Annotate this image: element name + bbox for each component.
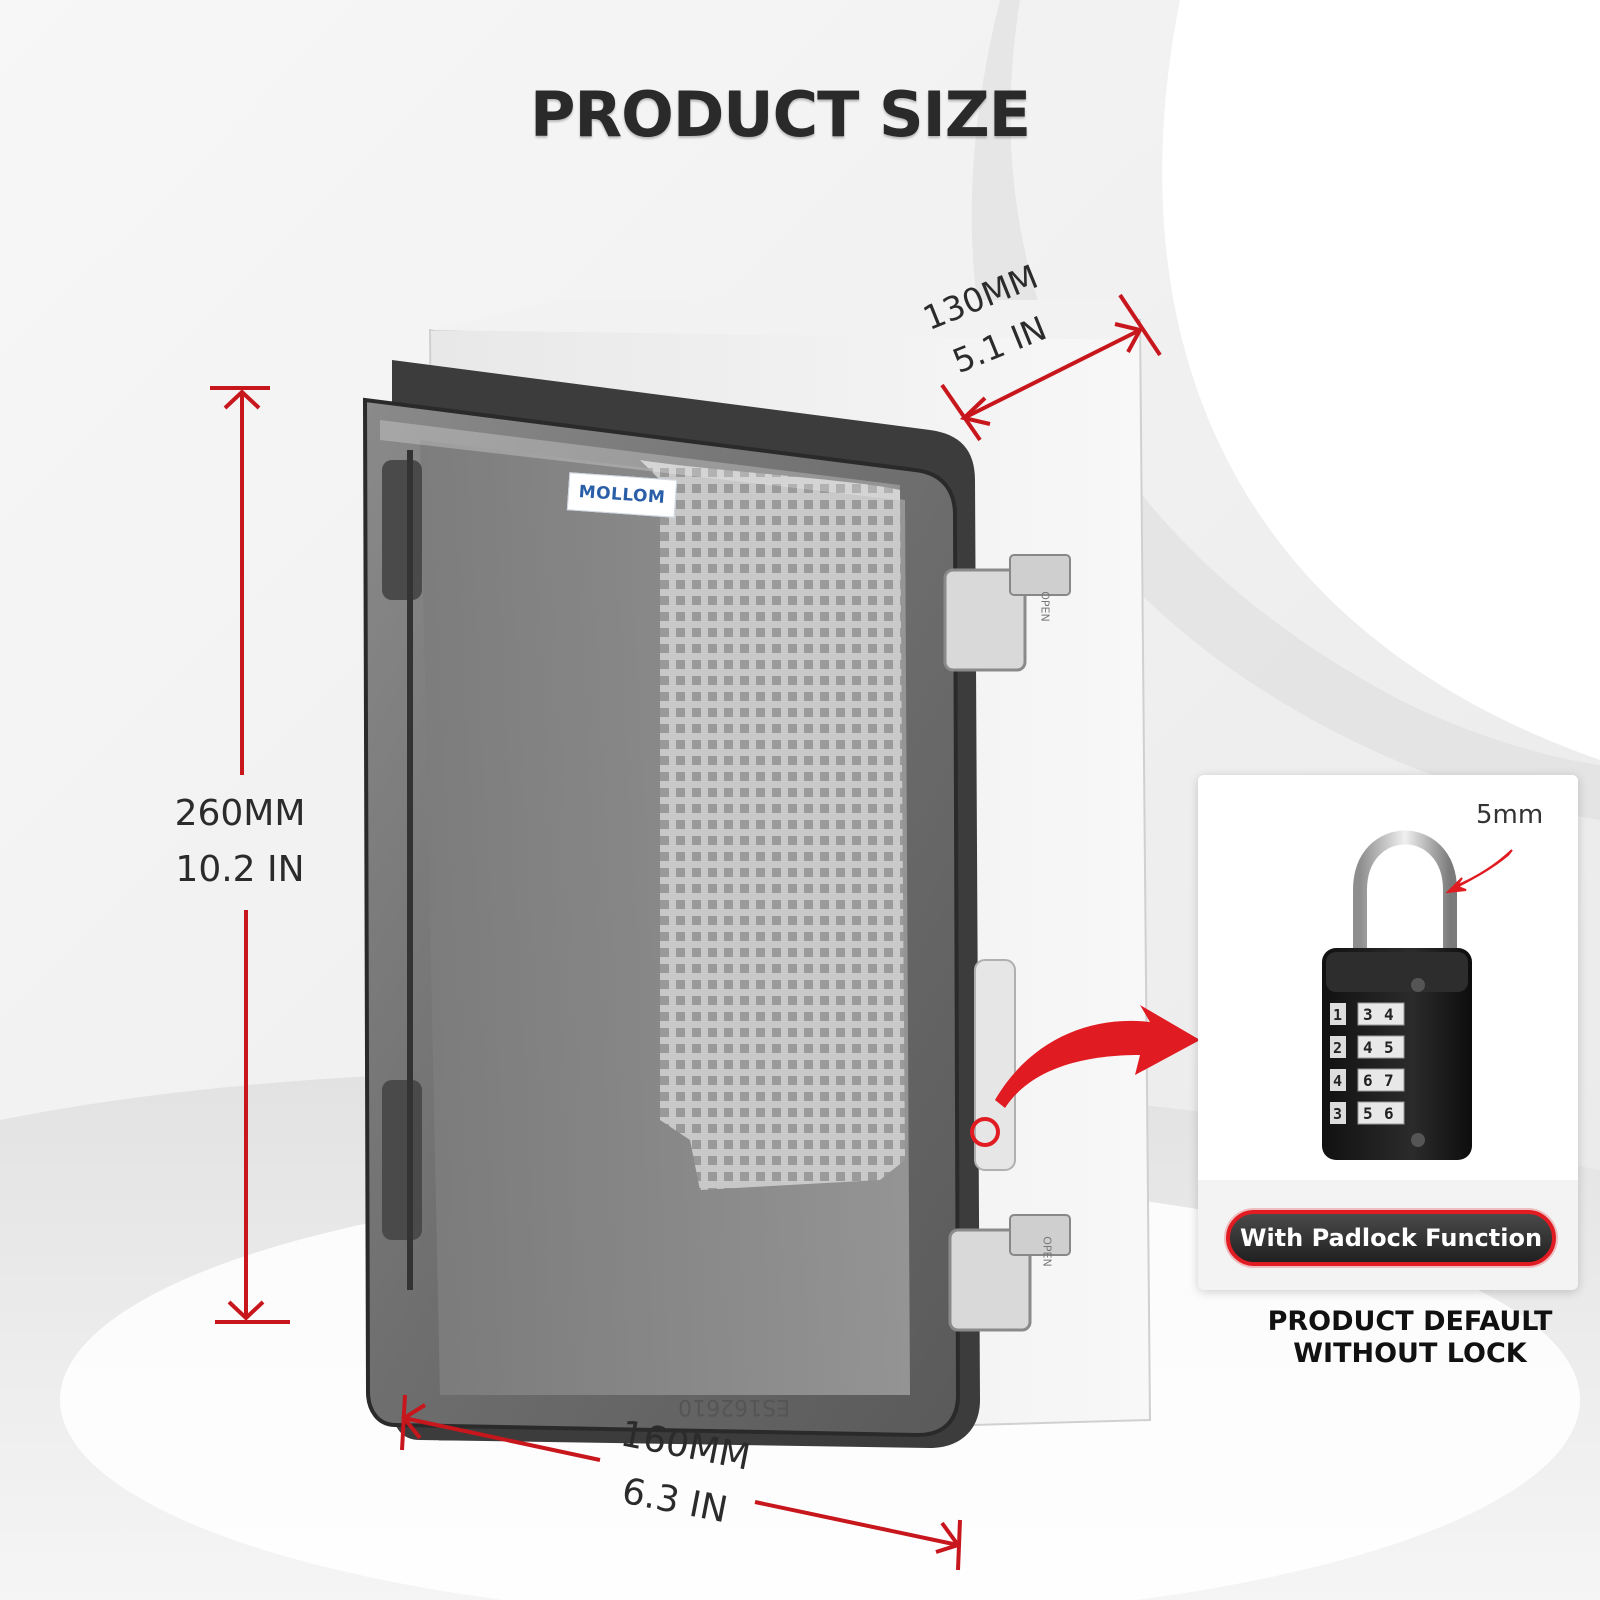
dial-row-4-digit-3: 6 bbox=[1384, 1104, 1394, 1123]
dial-row-1-digit-3: 4 bbox=[1384, 1005, 1394, 1024]
default-without-lock-note: PRODUCT DEFAULT WITHOUT LOCK bbox=[1240, 1306, 1580, 1371]
padlock-inset-card bbox=[1198, 775, 1578, 1290]
width-line-left bbox=[403, 1416, 601, 1462]
dial-row-2-digit-3: 5 bbox=[1384, 1038, 1394, 1057]
dial-row-3: 4 6 7 bbox=[1330, 1068, 1405, 1092]
width-tick-left bbox=[400, 1394, 407, 1451]
molded-code-mark: ES162610 bbox=[678, 1394, 790, 1419]
padlock-dials: 1 3 4 2 4 5 4 6 7 3 5 bbox=[1330, 1002, 1405, 1125]
width-arrow-right bbox=[935, 1521, 962, 1554]
depth-tick-left bbox=[940, 383, 982, 442]
dial-row-1: 1 3 4 bbox=[1330, 1002, 1405, 1026]
depth-arrow-right bbox=[1114, 322, 1144, 353]
height-arrow-top bbox=[223, 389, 261, 410]
dial-row-2-digit-1: 2 bbox=[1333, 1039, 1342, 1057]
depth-line bbox=[963, 328, 1141, 420]
height-metric: 260MM bbox=[174, 793, 306, 834]
dial-row-2-digit-2: 4 bbox=[1363, 1038, 1373, 1057]
pointer-arrow bbox=[995, 1005, 1200, 1108]
width-line-right bbox=[754, 1500, 959, 1547]
default-note-line-2: WITHOUT LOCK bbox=[1293, 1338, 1527, 1370]
page-title: PRODUCT SIZE bbox=[529, 78, 1031, 151]
latch-open-marking-top: OPEN bbox=[1038, 591, 1052, 622]
depth-tick-right bbox=[1118, 293, 1162, 357]
depth-arrow-left bbox=[959, 396, 991, 426]
shackle-size-label: 5mm bbox=[1476, 800, 1544, 830]
dial-row-4-digit-2: 5 bbox=[1363, 1104, 1373, 1123]
dial-row-3-digit-2: 6 bbox=[1363, 1071, 1373, 1090]
padlock-function-badge: With Padlock Function bbox=[1226, 1210, 1556, 1266]
width-arrow-left bbox=[401, 1403, 427, 1440]
shackle-size-arrow bbox=[1445, 849, 1513, 894]
height-dimension-label: 260MM 10.2 IN bbox=[130, 786, 350, 898]
dial-row-4: 3 5 6 bbox=[1330, 1101, 1405, 1125]
latch-open-marking-bottom: OPEN bbox=[1040, 1236, 1054, 1267]
dial-row-2: 2 4 5 bbox=[1330, 1035, 1405, 1059]
dial-row-1-digit-1: 1 bbox=[1333, 1006, 1342, 1024]
dial-row-1-digit-2: 3 bbox=[1363, 1005, 1373, 1024]
height-arrow-bottom bbox=[227, 1300, 265, 1321]
default-note-line-1: PRODUCT DEFAULT bbox=[1267, 1306, 1553, 1337]
dial-row-4-digit-1: 3 bbox=[1333, 1105, 1342, 1123]
dial-row-3-digit-1: 4 bbox=[1333, 1072, 1342, 1090]
dial-row-3-digit-3: 7 bbox=[1384, 1071, 1394, 1090]
height-imperial: 10.2 IN bbox=[175, 848, 305, 890]
